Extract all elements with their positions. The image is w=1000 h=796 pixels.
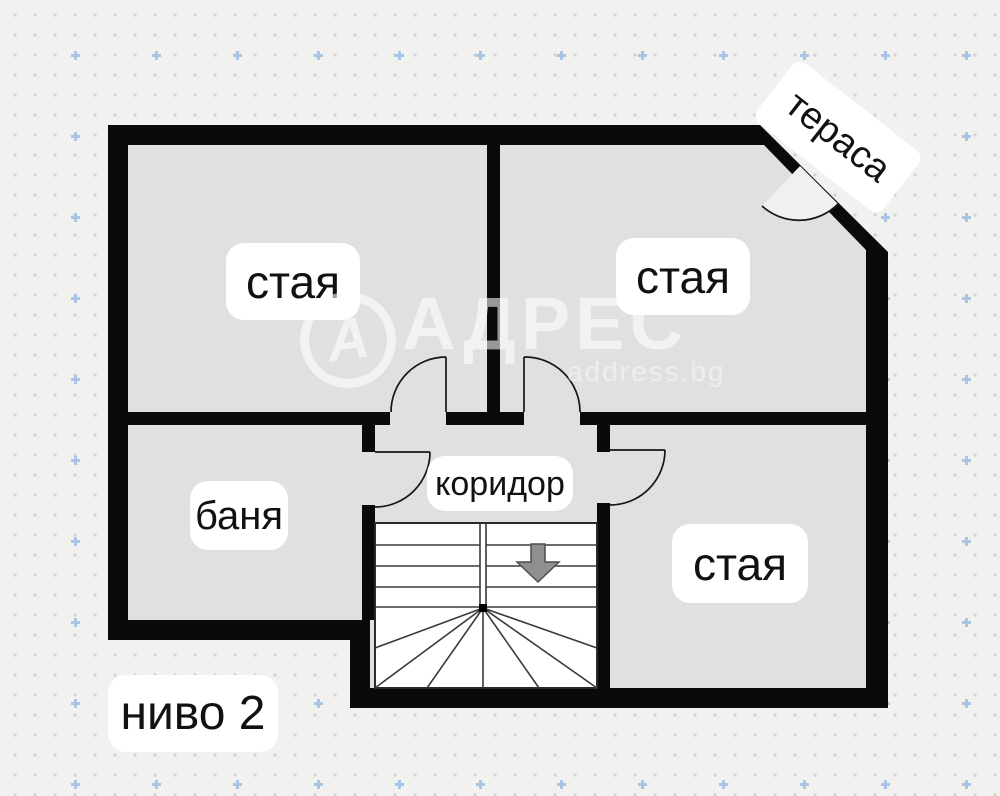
room-label-text: стая [635,250,731,303]
plus-marker-icon [962,699,971,708]
plus-marker-icon [557,51,566,60]
plus-marker-icon [719,51,728,60]
plus-marker-icon [71,699,80,708]
plus-marker-icon [557,780,566,789]
interior-walls [128,145,866,688]
plus-marker-icon [881,213,890,222]
plus-marker-icon [71,780,80,789]
plus-marker-icon [314,780,323,789]
level-label: ниво 2 [108,675,278,752]
plus-marker-icon [800,51,809,60]
plus-marker-icon [314,51,323,60]
plus-marker-icon [233,51,242,60]
plus-marker-icon [233,780,242,789]
plus-marker-icon [962,537,971,546]
level-label-text: ниво 2 [120,686,266,740]
stairs-down-arrow-icon [515,543,561,584]
plus-marker-icon [314,699,323,708]
plus-marker-icon [800,780,809,789]
plus-marker-icon [71,618,80,627]
plus-marker-icon [71,132,80,141]
plus-marker-icon [71,51,80,60]
terrace-door-swing [762,166,838,221]
doors [374,203,839,508]
plus-marker-icon [962,294,971,303]
plus-marker-icon [152,51,161,60]
plus-marker-icon [962,213,971,222]
plus-marker-icon [962,51,971,60]
plus-marker-icon [71,375,80,384]
plus-marker-icon [962,132,971,141]
plus-marker-icon [395,780,404,789]
plus-marker-icon [71,456,80,465]
room-label-bathroom: баня [190,481,288,550]
plus-marker-icon [881,51,890,60]
staircase [374,522,598,689]
plus-marker-icon [476,780,485,789]
plus-marker-icon [152,780,161,789]
room-label-top-right: стая [616,238,750,315]
winder-treads [374,607,598,689]
room-label-text: коридор [435,464,565,503]
room-label-corridor: коридор [427,456,573,511]
plus-marker-icon [962,780,971,789]
plus-marker-icon [476,51,485,60]
plus-marker-icon [71,213,80,222]
plus-marker-icon [881,780,890,789]
plus-marker-icon [962,375,971,384]
plus-marker-icon [71,537,80,546]
room-label-bottom-right: стая [672,524,808,603]
room-label-top-left: стая [226,243,360,320]
room-label-text: стая [245,255,341,308]
plus-marker-icon [638,51,647,60]
plus-marker-icon [638,780,647,789]
plus-marker-icon [719,780,728,789]
plus-marker-icon [71,294,80,303]
room-label-text: стая [692,537,788,590]
room-label-text: баня [195,493,283,538]
plus-marker-icon [962,456,971,465]
plus-marker-icon [962,618,971,627]
plus-marker-icon [395,51,404,60]
terrace-door-arc [761,203,839,222]
